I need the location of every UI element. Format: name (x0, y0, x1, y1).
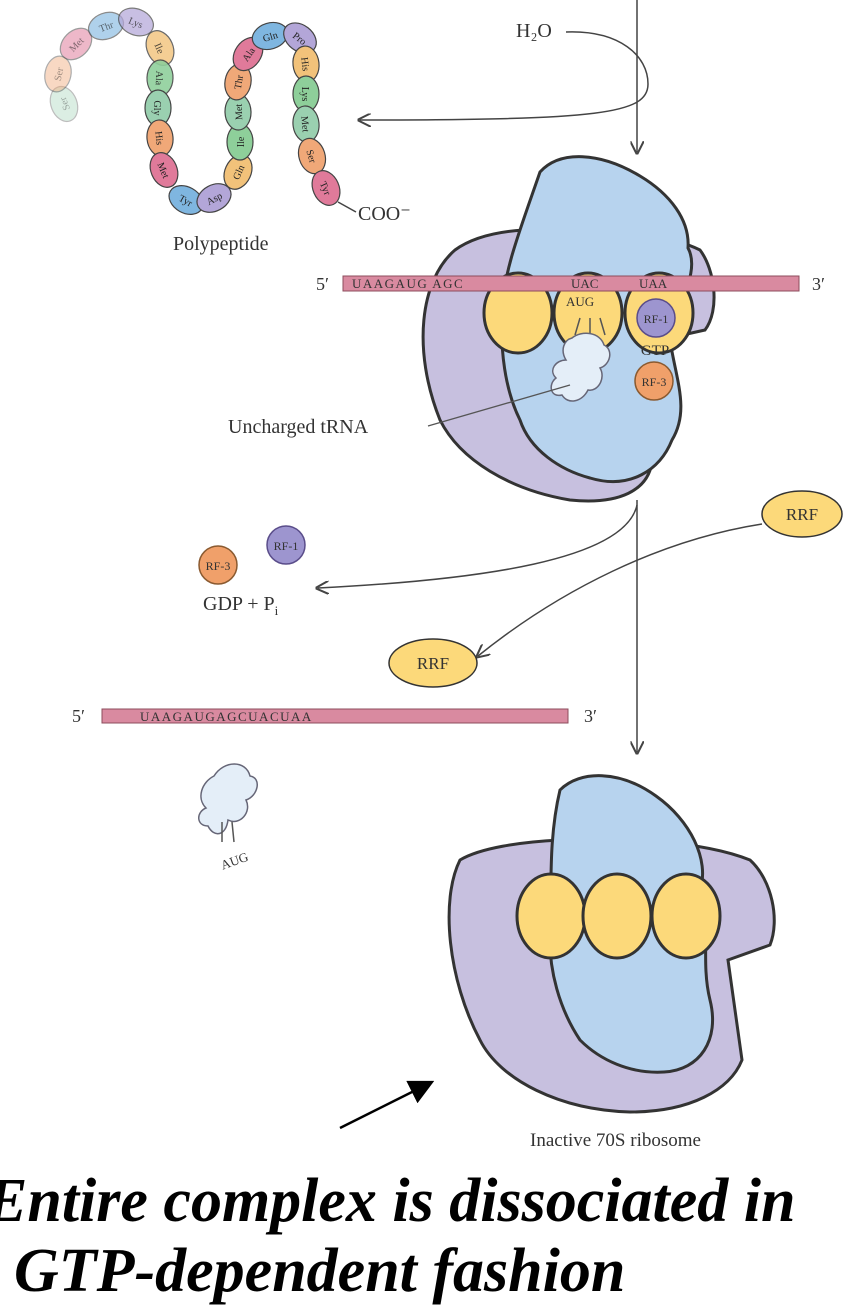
anticodon-aug: AUG (566, 294, 594, 309)
mrna-bound-5prime: 5′ (316, 274, 329, 294)
rrf-free (761, 490, 843, 538)
mrna-free-5prime: 5′ (72, 706, 85, 726)
amino-acid-bead (283, 22, 317, 54)
uncharged-trna-label: Uncharged tRNA (228, 416, 369, 438)
mrna-strand-free (101, 708, 569, 724)
amino-acid-label: Ile (151, 42, 165, 57)
mrna-strand-bound (342, 275, 800, 292)
amino-acid-label: His (298, 57, 310, 72)
amino-acid-bead (44, 55, 72, 93)
carboxyl-label: COO⁻ (358, 203, 411, 225)
mrna-free-sequence: UAAGAUGAGCUACUAA (140, 709, 313, 724)
inactive-site-p (581, 872, 653, 960)
polypeptide-tail-line (337, 201, 357, 213)
rf3-released (198, 545, 238, 585)
rrf-bound-label: RRF (417, 654, 449, 673)
uncharged-trna-shape (550, 317, 611, 402)
amino-acid-label: Ser (58, 95, 73, 112)
rf3-bound (634, 361, 674, 401)
release-factor-exit-arrow (318, 504, 638, 588)
amino-acid-label: Met (234, 103, 246, 120)
rf3-bound-label: RF-3 (642, 375, 667, 389)
e-site (482, 271, 554, 355)
free-trna-shape (198, 763, 258, 843)
amino-acid-bead (196, 183, 232, 213)
rf3-released-label: RF-3 (206, 559, 231, 573)
water-label: H₂O (516, 20, 552, 42)
rrf-binding-arrow (478, 523, 763, 656)
amino-acid-label: Gly (151, 101, 162, 116)
trna-pointer-line (427, 384, 571, 427)
mrna-free-3prime: 3′ (584, 706, 597, 726)
rf1-released (266, 525, 306, 565)
amino-acid-label: Met (298, 116, 311, 133)
gtp-label: GTP (641, 343, 669, 359)
amino-acid-label: Tyr (317, 180, 333, 198)
amino-acid-label: His (152, 131, 164, 146)
amino-acid-label: Ser (53, 66, 67, 82)
amino-acid-label: Ser (303, 148, 318, 165)
amino-acid-label: Lys (127, 16, 145, 32)
hydrolysis-release-arrow (360, 31, 649, 120)
rrf-free-label: RRF (786, 505, 818, 524)
amino-acid-label: Gln (262, 30, 280, 45)
inactive-ribosome-label: Inactive 70S ribosome (530, 1130, 701, 1151)
amino-acid-label: Thr (233, 74, 246, 91)
inactive-site-a (650, 872, 722, 960)
codon-uac: UAC (571, 276, 598, 291)
amino-acid-bead (49, 85, 79, 123)
free-trna-anticodon: AUG (219, 849, 251, 873)
rrf-bound (388, 638, 478, 688)
mrna-bound-3prime: 3′ (812, 274, 825, 294)
pointer-arrow (339, 1080, 435, 1130)
rf1-bound (636, 298, 676, 338)
amino-acid-bead (149, 152, 179, 188)
codon-uaa: UAA (639, 276, 668, 291)
amino-acid-label: Lys (299, 87, 310, 102)
mrna-bound-sequence: UAAGAUG AGC (352, 276, 464, 291)
gdp-pi-label: GDP + Pi (203, 593, 279, 618)
amino-acid-bead (311, 170, 341, 206)
rf1-released-label: RF-1 (274, 539, 299, 553)
amino-acid-label: Thr (98, 20, 116, 36)
amino-acid-label: Ala (153, 71, 164, 86)
rf1-bound-label: RF-1 (644, 312, 669, 326)
caption-line-2: GTP-dependent fashion (14, 1237, 626, 1305)
amino-acid-bead (118, 7, 154, 37)
amino-acid-label: Ile (236, 136, 247, 147)
polypeptide-label: Polypeptide (173, 233, 269, 255)
inactive-site-e (515, 872, 587, 960)
caption-line-1: Entire complex is dissociated in (0, 1167, 796, 1235)
